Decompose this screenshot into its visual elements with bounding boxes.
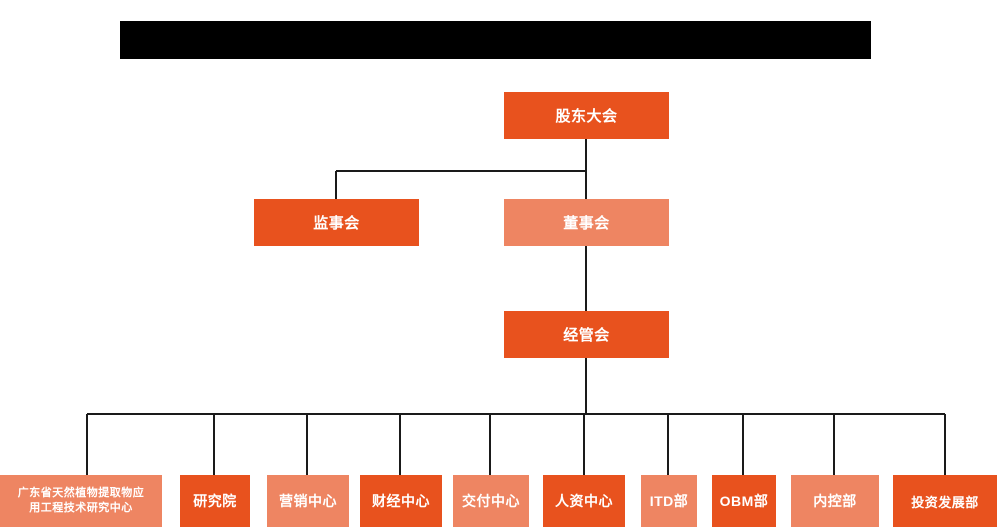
connector-supervisors-drop xyxy=(335,171,337,199)
connector-drop-dept-5 xyxy=(489,414,491,475)
connector-drop-dept-9 xyxy=(833,414,835,475)
connector-drop-dept-8 xyxy=(742,414,744,475)
connector-shareholders-stem xyxy=(585,139,587,172)
connector-departments-bus xyxy=(87,413,945,415)
org-node-label-directors: 董事会 xyxy=(563,215,610,232)
connector-drop-dept-3 xyxy=(306,414,308,475)
org-node-label-dept-3: 营销中心 xyxy=(279,493,337,509)
connector-level1-bus xyxy=(336,170,587,172)
org-node-label-shareholders: 股东大会 xyxy=(555,108,618,125)
org-node-supervisors[interactable]: 监事会 xyxy=(254,199,419,246)
connector-drop-dept-1 xyxy=(86,414,88,475)
org-node-dept-10[interactable]: 投资发展部 xyxy=(893,475,997,527)
org-node-management[interactable]: 经管会 xyxy=(504,311,669,358)
connector-drop-dept-7 xyxy=(667,414,669,475)
org-node-dept-6[interactable]: 人资中心 xyxy=(543,475,625,527)
org-node-dept-1[interactable]: 广东省天然植物提取物应 用工程技术研究中心 xyxy=(0,475,162,527)
org-node-shareholders[interactable]: 股东大会 xyxy=(504,92,669,139)
org-node-dept-9[interactable]: 内控部 xyxy=(791,475,879,527)
org-node-dept-4[interactable]: 财经中心 xyxy=(360,475,442,527)
connector-drop-dept-10 xyxy=(944,414,946,475)
org-node-label-dept-2: 研究院 xyxy=(193,493,237,509)
connector-directors-to-management xyxy=(585,246,587,311)
connector-management-stem xyxy=(585,358,587,414)
org-node-dept-8[interactable]: OBM部 xyxy=(712,475,776,527)
connector-drop-dept-4 xyxy=(399,414,401,475)
org-node-dept-7[interactable]: ITD部 xyxy=(641,475,697,527)
org-node-label-dept-7: ITD部 xyxy=(649,493,689,509)
org-node-label-supervisors: 监事会 xyxy=(313,215,360,232)
org-node-label-dept-5: 交付中心 xyxy=(462,493,520,509)
org-node-label-dept-10: 投资发展部 xyxy=(911,494,979,510)
org-node-label-dept-6: 人资中心 xyxy=(555,493,613,509)
org-node-label-dept-8: OBM部 xyxy=(719,493,769,509)
org-node-directors[interactable]: 董事会 xyxy=(504,199,669,246)
org-node-dept-5[interactable]: 交付中心 xyxy=(453,475,529,527)
org-node-dept-2[interactable]: 研究院 xyxy=(180,475,250,527)
org-node-label-management: 经管会 xyxy=(563,327,610,344)
org-node-label-dept-1: 广东省天然植物提取物应 用工程技术研究中心 xyxy=(17,487,145,514)
org-node-label-dept-9: 内控部 xyxy=(813,493,857,509)
connector-drop-dept-2 xyxy=(213,414,215,475)
connector-drop-dept-6 xyxy=(583,414,585,475)
redacted-title-banner xyxy=(120,21,871,59)
connector-directors-drop xyxy=(585,171,587,199)
org-node-dept-3[interactable]: 营销中心 xyxy=(267,475,349,527)
org-node-label-dept-4: 财经中心 xyxy=(372,493,430,509)
